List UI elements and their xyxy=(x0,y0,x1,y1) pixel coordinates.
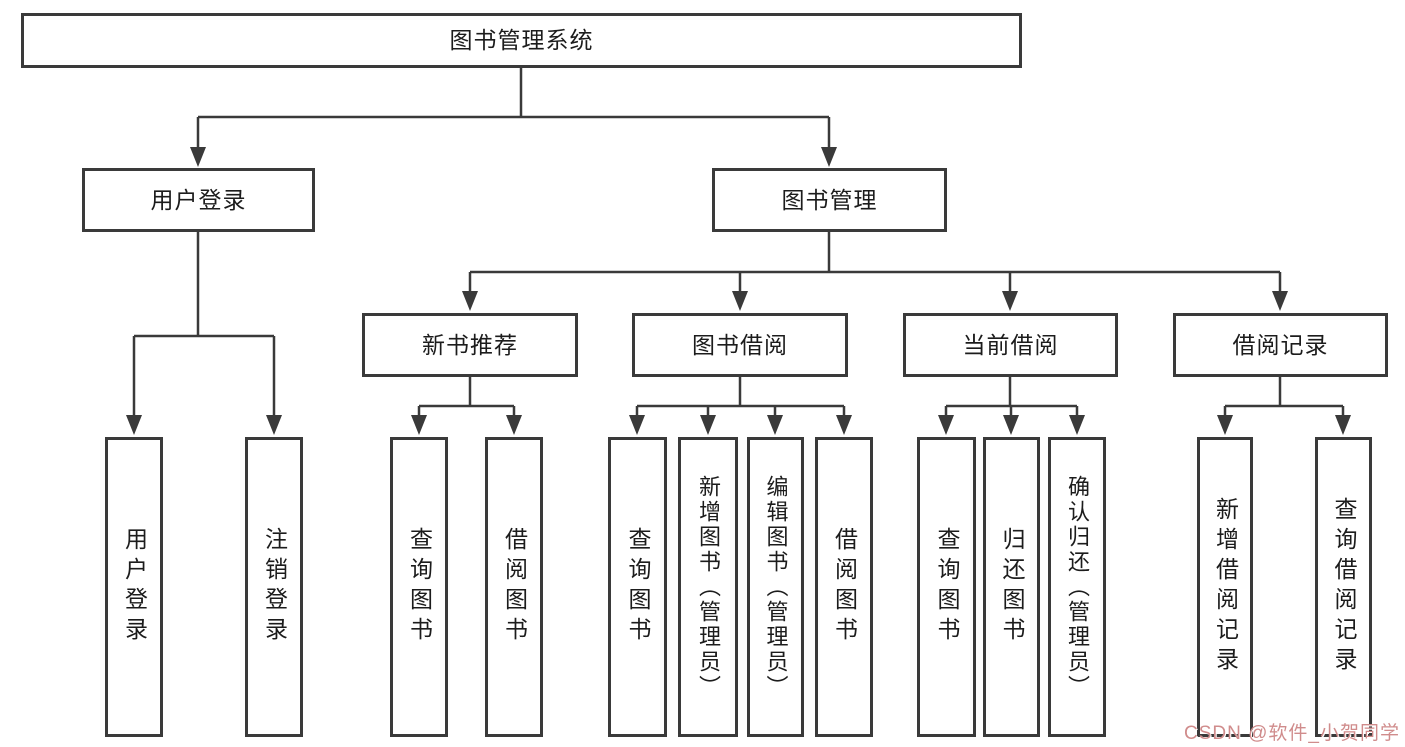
node-leaf-borrow-books-2: 借阅图书 xyxy=(815,437,873,737)
node-leaf-query-books-2: 查询图书 xyxy=(608,437,667,737)
arrowhead xyxy=(821,147,837,167)
connector-user-login-branch xyxy=(126,232,282,435)
node-label: 注销登录 xyxy=(261,527,288,647)
node-current-borrow: 当前借阅 xyxy=(903,313,1118,377)
node-leaf-borrow-books: 借阅图书 xyxy=(485,437,543,737)
node-leaf-add-books-admin: 新增图书（管理员） xyxy=(678,437,738,737)
connector-book-management-branch xyxy=(462,232,1288,311)
connector-book-borrow-branch xyxy=(629,377,852,435)
arrowhead xyxy=(938,415,954,435)
node-label: 图书管理 xyxy=(781,186,878,213)
node-leaf-edit-books-admin: 编辑图书（管理员） xyxy=(747,437,804,737)
node-label: 查询图书 xyxy=(934,527,960,647)
node-new-book-recommend: 新书推荐 xyxy=(362,313,578,377)
arrowhead xyxy=(836,415,852,435)
node-leaf-query-books-3: 查询图书 xyxy=(917,437,976,737)
node-borrow-records: 借阅记录 xyxy=(1173,313,1388,377)
csdn-watermark: CSDN @软件_小贺同学 xyxy=(1184,723,1400,744)
node-label: 新书推荐 xyxy=(422,331,518,358)
arrowhead xyxy=(700,415,716,435)
arrowhead xyxy=(190,147,206,167)
node-label: 借阅记录 xyxy=(1232,331,1329,358)
node-book-management: 图书管理 xyxy=(712,168,947,232)
node-library-management-system: 图书管理系统 xyxy=(21,13,1022,68)
arrowhead xyxy=(1002,291,1018,311)
node-label: 查询图书 xyxy=(625,527,651,647)
arrowhead xyxy=(1335,415,1351,435)
arrowhead xyxy=(462,291,478,311)
node-label: 图书管理系统 xyxy=(449,27,594,53)
node-leaf-add-borrow-record: 新增借阅记录 xyxy=(1197,437,1253,737)
arrowhead xyxy=(767,415,783,435)
node-label: 查询图书 xyxy=(406,527,433,647)
node-user-login: 用户登录 xyxy=(82,168,315,232)
node-label: 新增借阅记录 xyxy=(1212,497,1239,677)
connector-new-book-branch xyxy=(411,377,522,435)
node-leaf-logout: 注销登录 xyxy=(245,437,303,737)
node-book-borrow: 图书借阅 xyxy=(632,313,848,377)
connector-current-borrow-branch xyxy=(938,377,1085,435)
arrowhead xyxy=(1272,291,1288,311)
node-label: 图书借阅 xyxy=(692,331,788,358)
node-leaf-confirm-return-admin: 确认归还（管理员） xyxy=(1048,437,1106,737)
arrowhead xyxy=(126,415,142,435)
node-label: 新增图书（管理员） xyxy=(696,474,721,700)
arrowhead xyxy=(1069,415,1085,435)
node-label: 借阅图书 xyxy=(831,527,858,647)
arrowhead xyxy=(1217,415,1233,435)
arrowhead xyxy=(266,415,282,435)
node-label: 用户登录 xyxy=(121,527,148,647)
node-label: 确认归还（管理员） xyxy=(1065,474,1090,700)
arrowhead xyxy=(506,415,522,435)
node-leaf-query-borrow-record: 查询借阅记录 xyxy=(1315,437,1372,737)
arrowhead xyxy=(411,415,427,435)
connector-root-to-level2 xyxy=(190,68,837,167)
arrowhead xyxy=(1003,415,1019,435)
node-leaf-user-login: 用户登录 xyxy=(105,437,163,737)
node-label: 编辑图书（管理员） xyxy=(763,474,789,700)
arrowhead xyxy=(629,415,645,435)
node-leaf-query-books: 查询图书 xyxy=(390,437,448,737)
node-label: 用户登录 xyxy=(150,186,247,213)
node-label: 借阅图书 xyxy=(501,527,528,647)
node-label: 归还图书 xyxy=(999,527,1025,647)
connector-borrow-records-branch xyxy=(1217,377,1351,435)
node-label: 查询借阅记录 xyxy=(1331,497,1357,677)
node-label: 当前借阅 xyxy=(962,331,1059,358)
arrowhead xyxy=(732,291,748,311)
node-leaf-return-books: 归还图书 xyxy=(983,437,1040,737)
